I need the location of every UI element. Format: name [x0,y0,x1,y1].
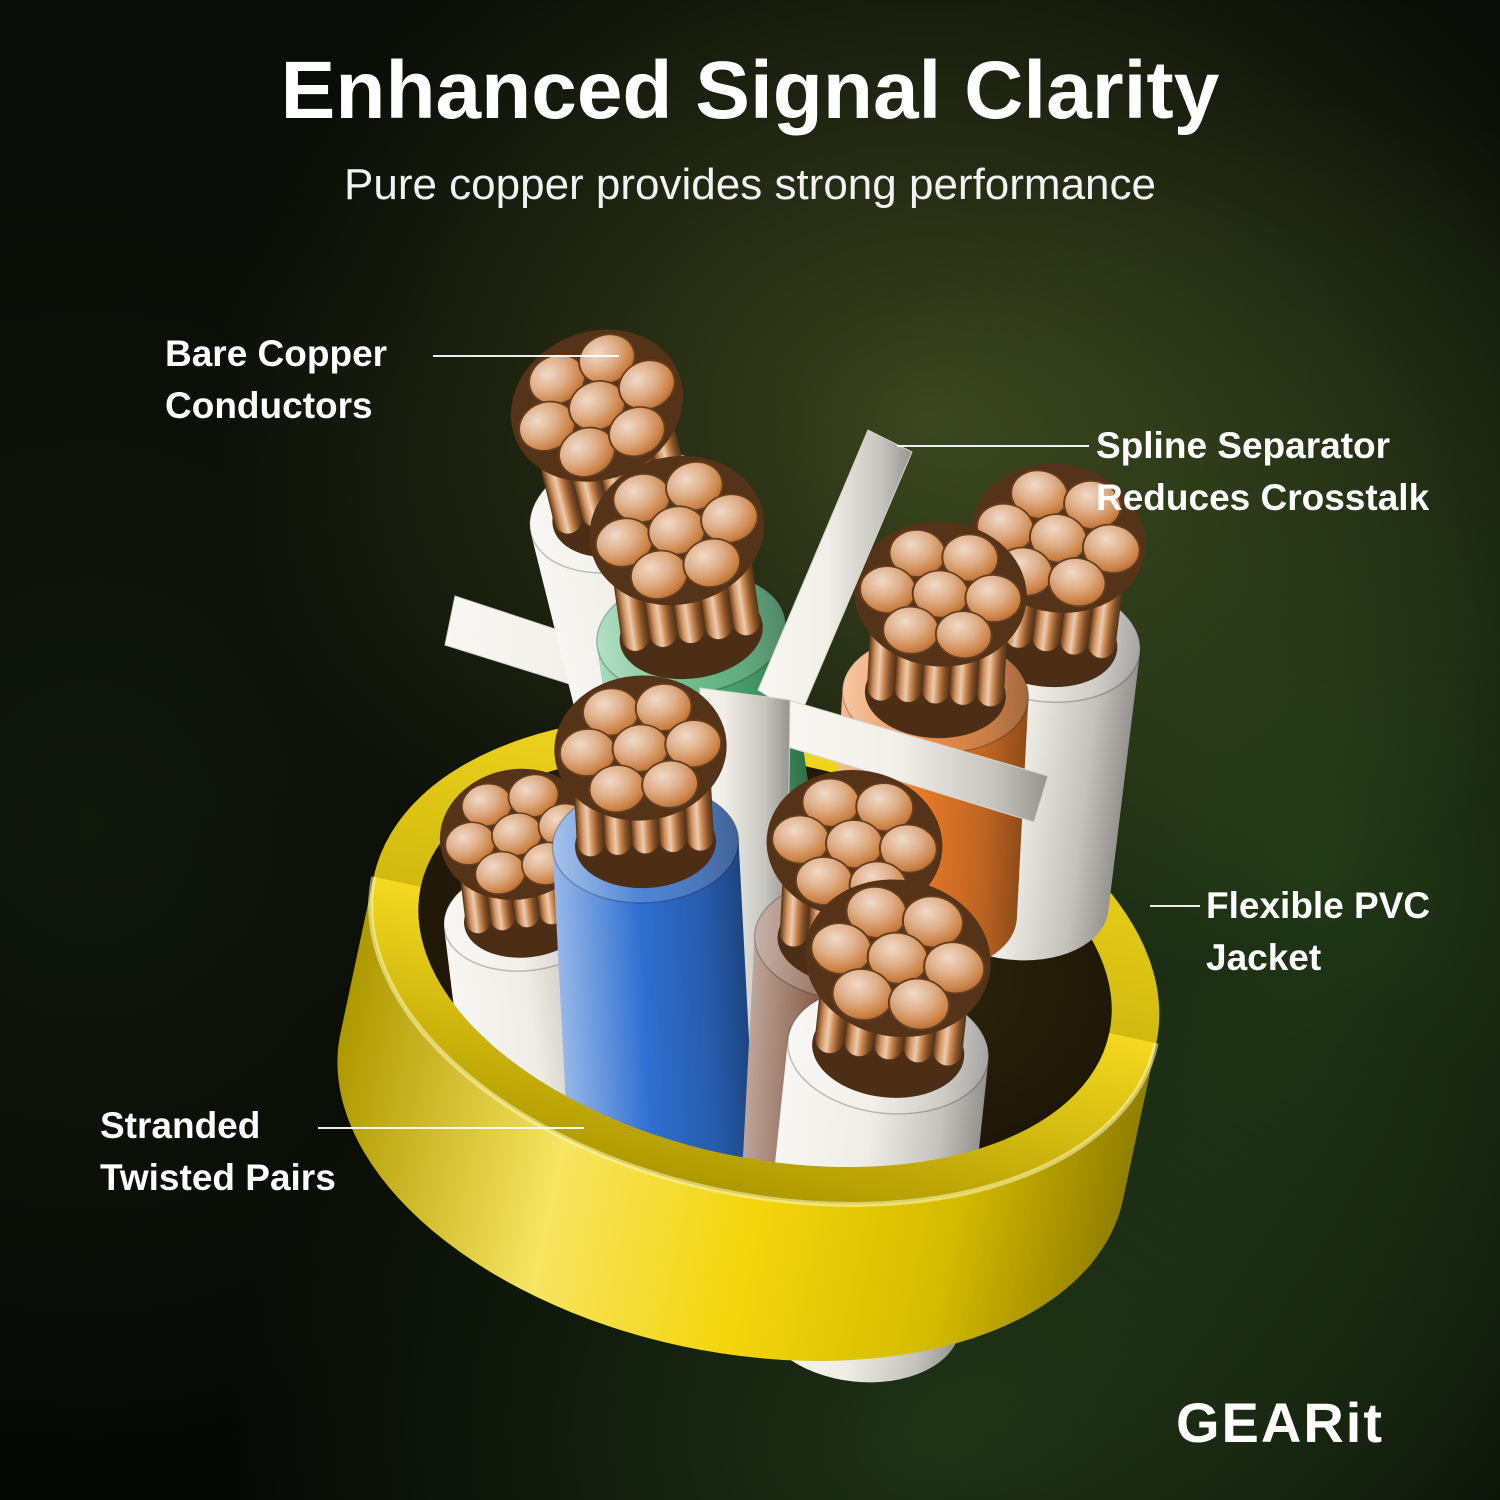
page-subtitle: Pure copper provides strong performance [344,160,1156,209]
pvc-jacket-callout-line [1150,905,1200,907]
callout-flexible-pvc-jacket: Flexible PVC Jacket [1206,880,1430,984]
callout-text: Reduces Crosstalk [1096,476,1430,518]
callout-text: Flexible PVC [1206,885,1431,926]
callout-text: Jacket [1206,936,1322,978]
callout-text: Spline Separator [1096,425,1391,466]
callout-text: Bare Copper [165,333,388,374]
twisted-pairs-callout-line [318,1127,584,1129]
callout-bare-copper-conductors: Bare Copper Conductors [165,328,387,432]
callout-text: Conductors [165,384,373,426]
page-title: Enhanced Signal Clarity [280,45,1220,136]
spline-callout-line [897,445,1089,447]
bare-copper-callout-line [433,355,619,357]
callout-spline-separator: Spline Separator Reduces Crosstalk [1096,420,1429,524]
callout-text: Twisted Pairs [100,1156,336,1198]
callout-stranded-twisted-pairs: Stranded Twisted Pairs [100,1100,336,1204]
gearit-logo: GEARit [1176,1391,1384,1454]
front-twisted-pairs [439,675,991,1383]
pvc-jacket-front [337,876,1159,1361]
callout-text: Stranded [100,1105,261,1146]
